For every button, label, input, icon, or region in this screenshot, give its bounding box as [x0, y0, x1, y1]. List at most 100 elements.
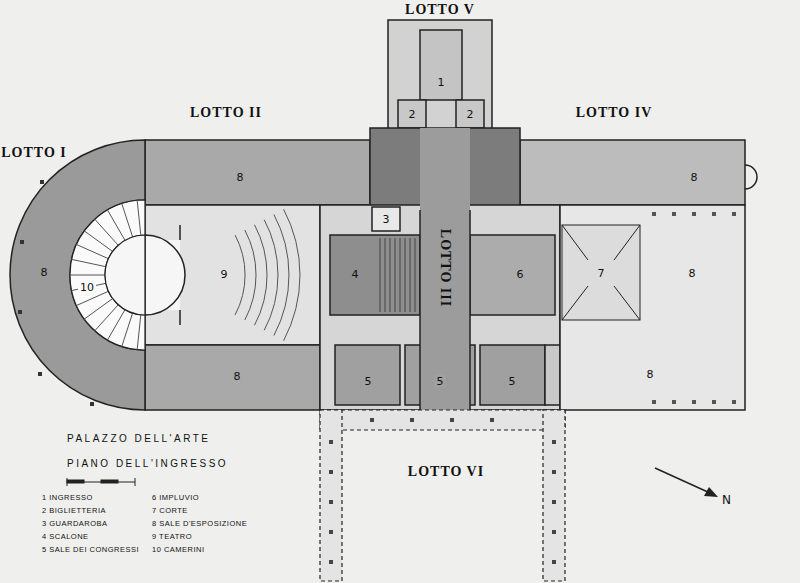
- room-number: 1: [436, 76, 447, 89]
- plan-shape: [245, 230, 256, 320]
- plan-shape: [732, 400, 736, 404]
- plan-shape: [614, 225, 640, 260]
- plan-shape: [329, 530, 333, 534]
- exhibition-ring: 8: [10, 140, 145, 410]
- column-mark: [40, 180, 44, 184]
- plan-shape: [388, 20, 492, 130]
- stair-tread: [122, 204, 133, 237]
- legend-entry: 2 BIGLIETTERIA: [42, 506, 106, 515]
- column-mark: [90, 402, 94, 406]
- plan-shape: [320, 410, 342, 581]
- plan-shape: [370, 418, 374, 422]
- plan-shape: [385, 238, 386, 312]
- plan-shape: [145, 205, 320, 345]
- plan-shape: [562, 225, 640, 320]
- plan-shape: [329, 560, 333, 564]
- room-area: 4: [330, 235, 420, 315]
- plan-shape: [372, 207, 400, 231]
- plan-shape: [320, 410, 565, 430]
- legend-entry: 7 CORTE: [152, 506, 188, 515]
- plan-shape: [652, 212, 736, 404]
- lot-label: LOTTO V: [405, 2, 475, 18]
- room-number: 9: [219, 268, 230, 281]
- room-area: 9: [145, 205, 320, 345]
- plan-shape: [135, 478, 136, 486]
- plan-shape: [562, 286, 588, 320]
- stair-tread: [84, 231, 112, 252]
- plan-shape: [400, 238, 401, 312]
- plan-shape: [405, 238, 406, 312]
- north-label: N: [722, 492, 732, 508]
- plan-title: PALAZZO DELL'ARTE: [67, 433, 211, 444]
- plan-shape: [235, 235, 245, 315]
- plan-shape: [264, 220, 278, 331]
- plan-shape: [179, 310, 181, 325]
- plan-shape: [543, 410, 565, 581]
- room-area: 3: [372, 207, 400, 231]
- plan-shape: [470, 235, 555, 315]
- room-area: 1: [420, 30, 462, 100]
- plan-shape: [545, 345, 560, 405]
- legend-entry: 5 SALE DEI CONGRESSI: [42, 545, 139, 554]
- plan-shape: [235, 209, 300, 340]
- plan-shape: [410, 238, 411, 312]
- plan-shape: [255, 225, 268, 325]
- stair-tread: [72, 259, 106, 266]
- room-number: 8: [232, 370, 243, 383]
- scale-bar: [67, 478, 135, 486]
- stage-apse: [105, 235, 145, 315]
- lot-label: LOTTO IV: [576, 105, 653, 121]
- room-area: 6: [470, 235, 555, 315]
- plan-shape: [145, 140, 370, 205]
- column-mark: [38, 372, 42, 376]
- plan-shape: [145, 345, 320, 410]
- room-area: 8: [640, 205, 745, 330]
- plan-shape: [320, 205, 560, 410]
- lot-label: LOTTO VI: [408, 464, 484, 480]
- plan-shape: [284, 209, 300, 340]
- room-number: 5: [507, 375, 518, 388]
- plan-shape: [380, 238, 381, 312]
- room-area: 5: [480, 345, 545, 405]
- plan-shape: [672, 212, 676, 216]
- plan-shape: [692, 212, 696, 216]
- plan-shape: [329, 418, 556, 564]
- room-number: 5: [363, 375, 374, 388]
- spiral-stair: [70, 200, 145, 350]
- stair-tread: [137, 200, 141, 235]
- legend-entry: 4 SCALONE: [42, 532, 89, 541]
- plan-shape: [145, 235, 185, 315]
- plan-shape: [560, 205, 745, 410]
- plan-shape: [456, 100, 484, 128]
- stair-tread: [137, 315, 141, 350]
- plan-shape: [480, 345, 545, 405]
- legend-entry: 9 TEATRO: [152, 532, 192, 541]
- plan-shape: [520, 140, 745, 205]
- plan-shape: [490, 418, 494, 422]
- plan-shape: [329, 440, 333, 444]
- room-area: 8: [520, 140, 745, 205]
- room-area: 8: [145, 140, 370, 205]
- plan-shape: [410, 418, 414, 422]
- plan-shape: [395, 238, 396, 312]
- plan-shape: [398, 100, 426, 128]
- plan-shape: [614, 286, 640, 320]
- room-number: 8: [689, 171, 700, 184]
- room-number: 4: [350, 268, 361, 281]
- stair-tread: [122, 313, 133, 346]
- room-number: 6: [515, 268, 526, 281]
- plan-shape: [552, 470, 556, 474]
- room-number: 3: [381, 213, 392, 226]
- lot-label: LOTTO I: [1, 145, 67, 161]
- plan-shape: [712, 400, 716, 404]
- plan-shape: [420, 30, 462, 100]
- stair-tread: [108, 310, 126, 340]
- plan-shape: [330, 235, 420, 315]
- plan-shape: [652, 400, 656, 404]
- legend-entry: 10 CAMERINI: [152, 545, 205, 554]
- room-number: 5: [435, 375, 446, 388]
- north-arrow: [655, 468, 718, 497]
- room-area: 5: [405, 345, 475, 405]
- plan-shape: [712, 212, 716, 216]
